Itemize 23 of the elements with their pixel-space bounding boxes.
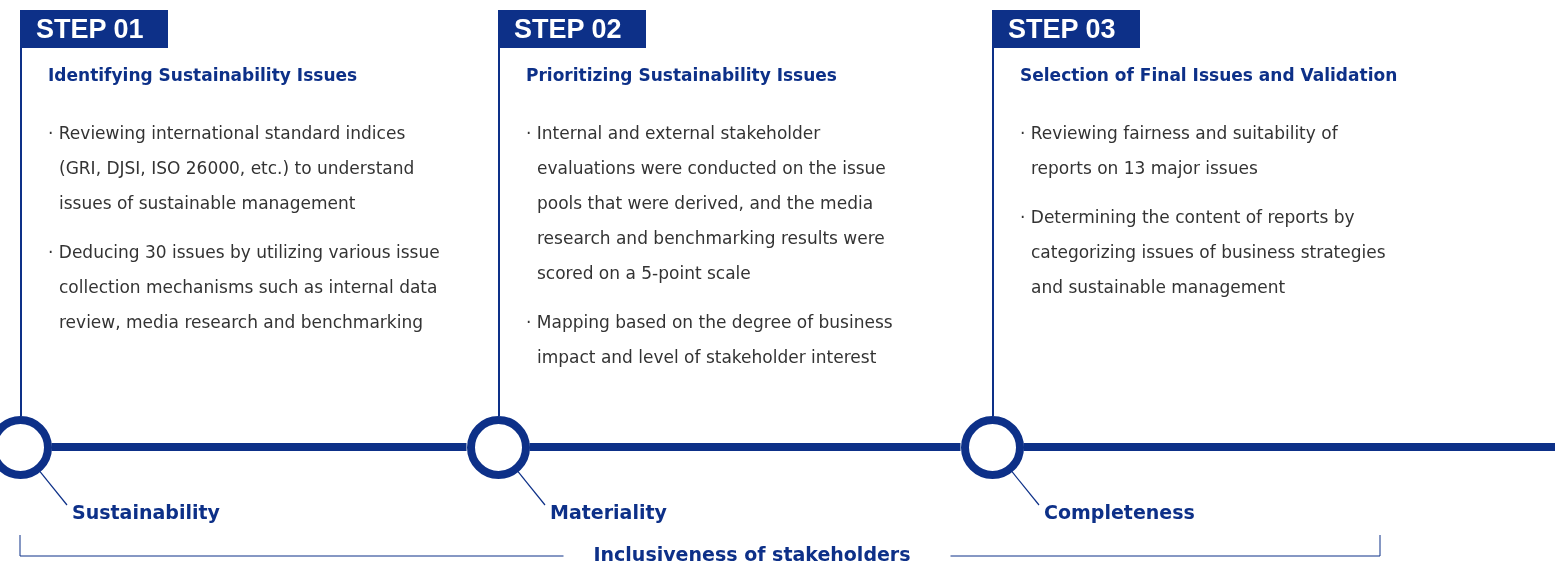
leader-line <box>39 470 68 506</box>
timeline-line <box>51 443 467 451</box>
principle-label: Completeness <box>1044 500 1195 524</box>
principle-label: Sustainability <box>72 500 220 524</box>
step-tag: STEP 01 <box>20 10 168 48</box>
step-heading: Selection of Final Issues and Validation <box>1020 65 1398 85</box>
principle-label: Materiality <box>550 500 667 524</box>
timeline-line <box>529 443 961 451</box>
step-tag: STEP 03 <box>992 10 1140 48</box>
bullet-text: · Deducing 30 issues by utilizing various issue collection mechanisms such as internal data review, media research and benchmarking <box>48 241 441 334</box>
leader-line <box>1011 470 1040 506</box>
bullet-text: · Reviewing fairness and suitability of reports on 13 major issues <box>1020 122 1339 180</box>
bullet-text: · Internal and external stakeholder evaluations were conducted on the issue pools that were derived, and the media research and benchmarking results were scored on a 5-point scale <box>526 122 887 285</box>
timeline-node <box>0 415 52 479</box>
step-heading: Identifying Sustainability Issues <box>48 65 358 85</box>
step-heading: Prioritizing Sustainability Issues <box>526 65 837 85</box>
timeline-line <box>1023 443 1555 451</box>
bracket-label: Inclusiveness of stakeholders <box>593 542 911 565</box>
bullet-text: · Determining the content of reports by categorizing issues of business strategies and sustainable management <box>1020 206 1387 299</box>
step-tag: STEP 02 <box>498 10 646 48</box>
bullet-text: · Reviewing international standard indices (GRI, DJSI, ISO 26000, etc.) to understand issues of sustainable management <box>48 122 416 215</box>
leader-line <box>517 470 546 506</box>
bullet-text: · Mapping based on the degree of business impact and level of stakeholder interest <box>526 311 894 369</box>
